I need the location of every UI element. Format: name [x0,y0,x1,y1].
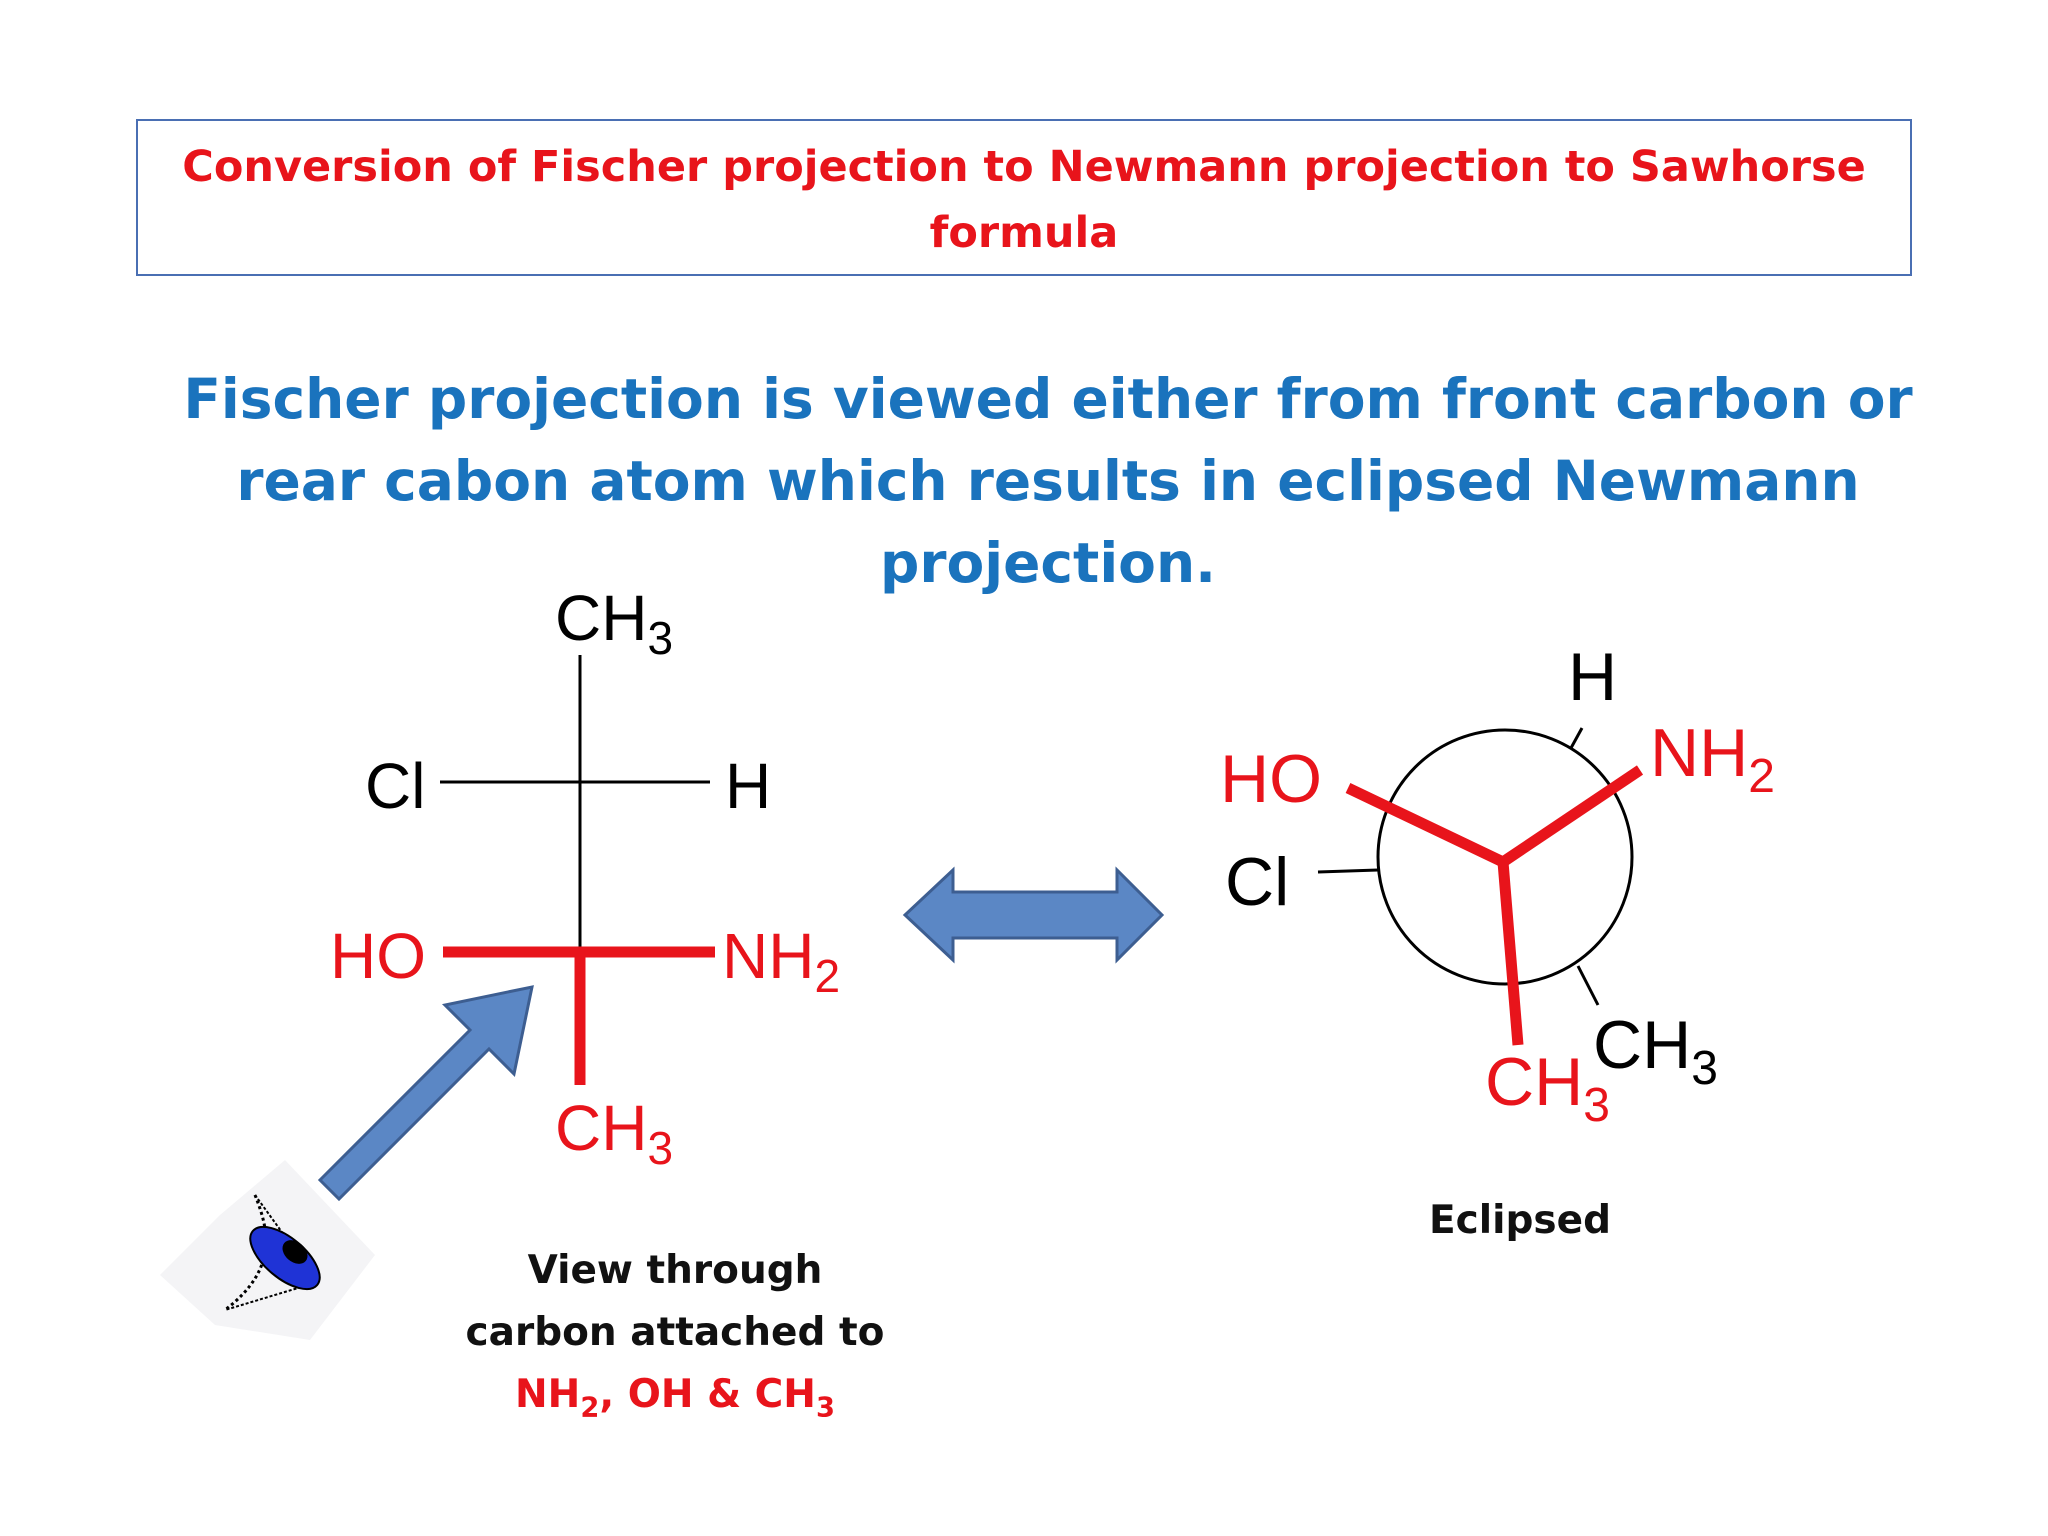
newman-rear-left-group: Cl [1225,844,1289,920]
eclipsed-caption: Eclipsed [1429,1198,1611,1243]
newman-front-right-group: NH2 [1650,715,1775,803]
fischer-upper-right-group: H [725,750,771,822]
rear-carbon-circle [1376,728,1634,986]
newman-front-left-group: HO [1220,741,1322,817]
fischer-bottom-group: CH3 [555,1092,673,1174]
newman-rear-top-group: H [1568,639,1617,715]
view-caption-groups: NH2, OH & CH3 [515,1372,835,1424]
rear-bond-bottom [1576,965,1600,1006]
title-box [136,119,1912,276]
eye-icon [160,1160,375,1340]
front-bond-right [1499,765,1644,867]
front-bond-bottom [1497,861,1524,1046]
newman-front-bottom-group: CH3 [1485,1044,1610,1132]
fischer-projection: CH3 Cl H HO NH2 CH3 [330,582,840,1174]
fischer-top-group: CH3 [555,582,673,664]
view-caption-line1: View through [527,1248,823,1293]
front-bond-left [1345,783,1506,867]
rear-bond-top [1569,727,1584,749]
fischer-upper-left-group: Cl [365,750,425,822]
rear-bond-left [1317,868,1379,874]
double-arrow-icon [902,866,1165,964]
newman-rear-bottom-group: CH3 [1593,1007,1718,1095]
view-caption-line2: carbon attached to [465,1310,885,1355]
view-arrow-icon [317,985,534,1202]
view-caption: View through carbon attached to NH2, OH … [420,1240,930,1426]
subtitle: Fischer projection is viewed either from… [183,367,1913,595]
fischer-lower-right-group: NH2 [722,920,840,1002]
newman-projection: H HO NH2 Cl CH3 CH3 [1220,639,1775,1132]
fischer-lower-left-group: HO [330,920,426,992]
page-title: Conversion of Fischer projection to Newm… [182,142,1866,258]
